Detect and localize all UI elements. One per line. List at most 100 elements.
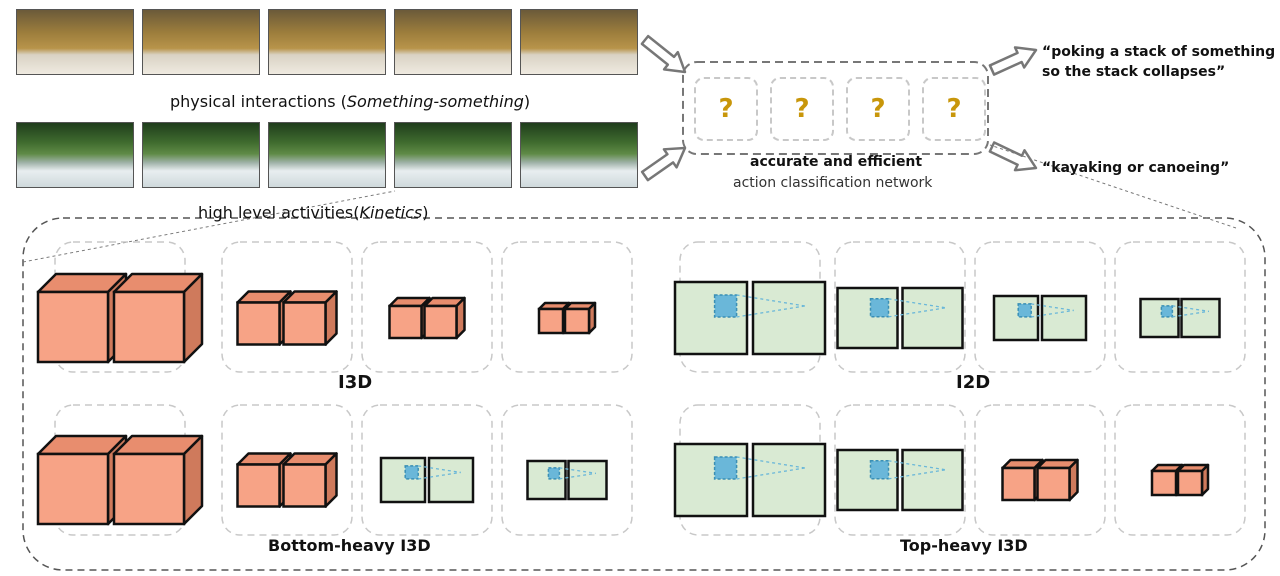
layer-slot (361, 404, 493, 536)
layer-slot (221, 404, 353, 536)
conv2d-block-1-6 (836, 286, 964, 350)
variant-label-i3d: I3D (338, 372, 373, 393)
kernel-2d (404, 465, 419, 480)
output-label-something: “poking a stack of something (1042, 44, 1276, 60)
feature-plane-b (567, 459, 608, 501)
kernel-2d (869, 460, 890, 480)
conv2d-block-2-6 (836, 448, 964, 512)
architecture-outline (22, 217, 1266, 571)
video-frame-something-4 (394, 9, 512, 75)
arrow-network-to-something-label (988, 46, 1038, 76)
video-frame-kinetics-1 (16, 122, 134, 188)
network-outline (682, 61, 989, 155)
feature-plane-a (836, 286, 899, 350)
video-frame-kinetics-5 (520, 122, 638, 188)
receptive-field-line (559, 467, 596, 474)
layer-slot (361, 241, 493, 373)
feature-cube-b (112, 434, 204, 526)
layer-slot (1114, 404, 1246, 536)
feature-cube-b (282, 452, 338, 508)
feature-cube-b (563, 301, 597, 335)
feature-plane-a (526, 459, 567, 501)
receptive-field-line (1031, 303, 1074, 312)
unknown-block-1: ? (694, 77, 758, 141)
network-title: accurate and efficient (750, 154, 923, 170)
kernel-2d (713, 294, 738, 318)
high-level-activities-caption: high level activities(Kinetics) (198, 203, 429, 222)
physical-interactions-caption: physical interactions (Something-somethi… (170, 92, 531, 111)
receptive-field-line (1172, 310, 1209, 318)
receptive-field-line (888, 460, 946, 471)
feature-plane-a (673, 442, 749, 518)
receptive-field-line (1172, 305, 1209, 312)
receptive-field-line (1031, 309, 1074, 318)
variant-label-top-heavy: Top-heavy I3D (900, 536, 1028, 555)
feature-cube-b (282, 290, 338, 346)
video-frame-something-3 (268, 9, 386, 75)
feature-cube-a (236, 452, 292, 508)
kernel-2d (869, 298, 890, 318)
receptive-field-line (888, 298, 946, 309)
feature-plane-b (751, 442, 827, 518)
conv2d-block-1-5 (673, 280, 827, 356)
feature-plane-b (1040, 294, 1088, 342)
feature-cube-b (112, 272, 204, 364)
kernel-2d (1017, 303, 1032, 318)
conv2d-block-2-3 (379, 456, 475, 504)
feature-plane-b (901, 448, 964, 512)
zoom-line-left (22, 190, 396, 263)
network-subtitle: action classification network (733, 175, 933, 191)
layer-slot (974, 404, 1106, 536)
receptive-field-line (418, 471, 461, 480)
layer-slot (1114, 241, 1246, 373)
variant-label-i2d: I2D (956, 372, 991, 393)
feature-plane-b (901, 286, 964, 350)
feature-cube-a (537, 301, 571, 335)
video-frame-kinetics-3 (268, 122, 386, 188)
layer-slot (834, 404, 966, 536)
conv2d-block-2-5 (673, 442, 827, 518)
video-frame-something-1 (16, 9, 134, 75)
kernel-2d (1160, 305, 1174, 318)
feature-cube-b (1036, 458, 1079, 502)
arrow-kinetics-to-network (640, 146, 687, 182)
feature-cube-b (423, 296, 466, 340)
feature-plane-b (751, 280, 827, 356)
conv2d-block-1-7 (992, 294, 1088, 342)
layer-slot (501, 404, 633, 536)
kernel-2d (713, 456, 738, 480)
video-frame-something-2 (142, 9, 260, 75)
layer-slot (974, 241, 1106, 373)
zoom-line-right (989, 144, 1237, 229)
video-frame-kinetics-2 (142, 122, 260, 188)
unknown-block-3: ? (846, 77, 910, 141)
layer-slot (221, 241, 353, 373)
arrow-something-to-network (640, 34, 687, 74)
feature-plane-a (673, 280, 749, 356)
feature-plane-b (427, 456, 475, 504)
feature-cube-b (1176, 463, 1210, 497)
receptive-field-line (559, 472, 596, 480)
receptive-field-line (418, 465, 461, 474)
output-label-kinetics: “kayaking or canoeing” (1042, 160, 1230, 176)
layer-slot (501, 241, 633, 373)
arrow-network-to-kinetics-label (988, 141, 1038, 172)
feature-plane-a (1139, 297, 1180, 339)
feature-plane-a (379, 456, 427, 504)
output-label-something-2: so the stack collapses” (1042, 64, 1226, 80)
receptive-field-line (888, 307, 946, 318)
feature-plane-a (992, 294, 1040, 342)
video-frame-kinetics-4 (394, 122, 512, 188)
unknown-block-4: ? (922, 77, 986, 141)
feature-plane-b (1180, 297, 1221, 339)
unknown-block-2: ? (770, 77, 834, 141)
video-frame-something-5 (520, 9, 638, 75)
conv2d-block-1-8 (1139, 297, 1221, 339)
kernel-2d (547, 467, 561, 480)
layer-slot (834, 241, 966, 373)
conv2d-block-2-4 (526, 459, 608, 501)
feature-plane-a (836, 448, 899, 512)
variant-label-bottom-heavy: Bottom-heavy I3D (268, 536, 431, 555)
receptive-field-line (888, 469, 946, 480)
